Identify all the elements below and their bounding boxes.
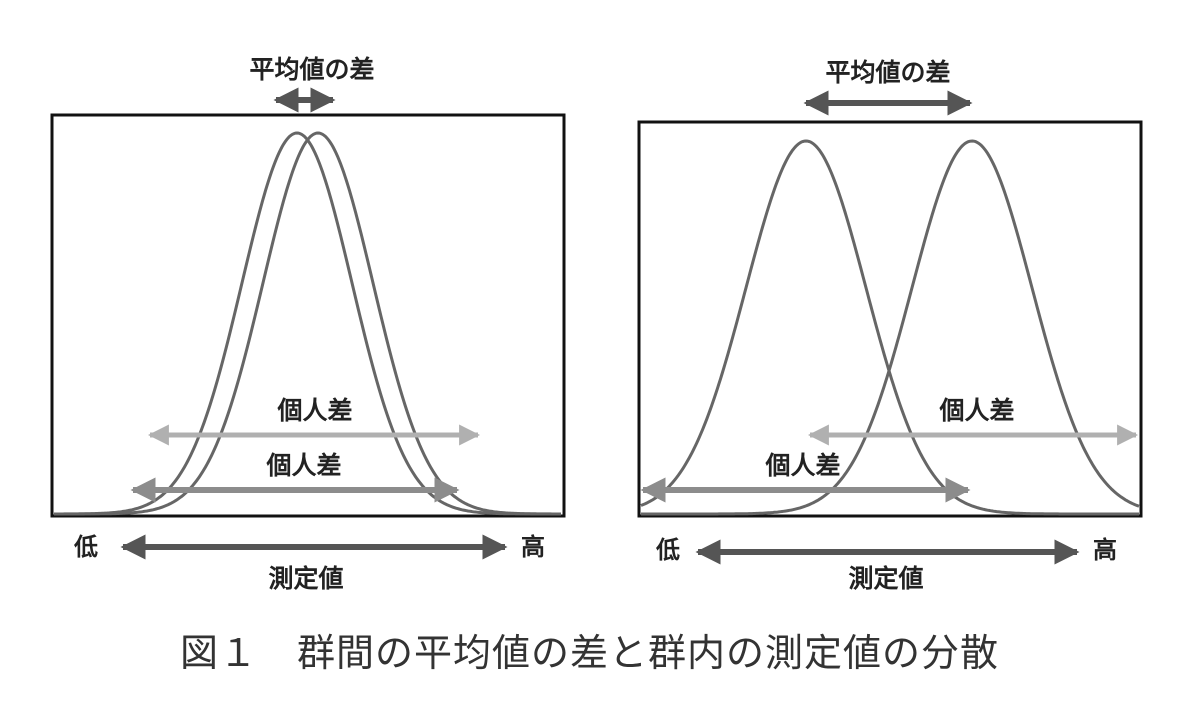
- mean-difference-label: 平均値の差: [249, 55, 374, 84]
- individual-difference-label-upper: 個人差: [276, 396, 352, 425]
- axis-low-label: 低: [655, 536, 680, 564]
- plot-frame: [637, 120, 1143, 518]
- panel-left: 平均値の差 個人差 個人差 低 高 測定値: [50, 55, 566, 593]
- plot-frame: [50, 113, 566, 518]
- mean-difference-label: 平均値の差: [825, 58, 950, 87]
- axis-high-label: 高: [521, 533, 545, 561]
- individual-difference-label-upper: 個人差: [938, 396, 1014, 425]
- axis-title: 測定値: [268, 564, 343, 593]
- distribution-curve-group-a: [640, 139, 1139, 516]
- axis-low-label: 低: [73, 533, 98, 561]
- panel-right: 平均値の差 個人差 個人差 低 高 測定値: [637, 58, 1143, 593]
- distribution-curve-group-b: [54, 131, 561, 516]
- axis-title: 測定値: [848, 564, 923, 593]
- distribution-curve-group-b: [641, 139, 1140, 516]
- individual-difference-label-lower: 個人差: [265, 451, 341, 480]
- axis-high-label: 高: [1093, 536, 1117, 564]
- individual-difference-label-lower: 個人差: [764, 451, 840, 480]
- figure-caption: 図１ 群間の平均値の差と群内の測定値の分散: [179, 631, 999, 675]
